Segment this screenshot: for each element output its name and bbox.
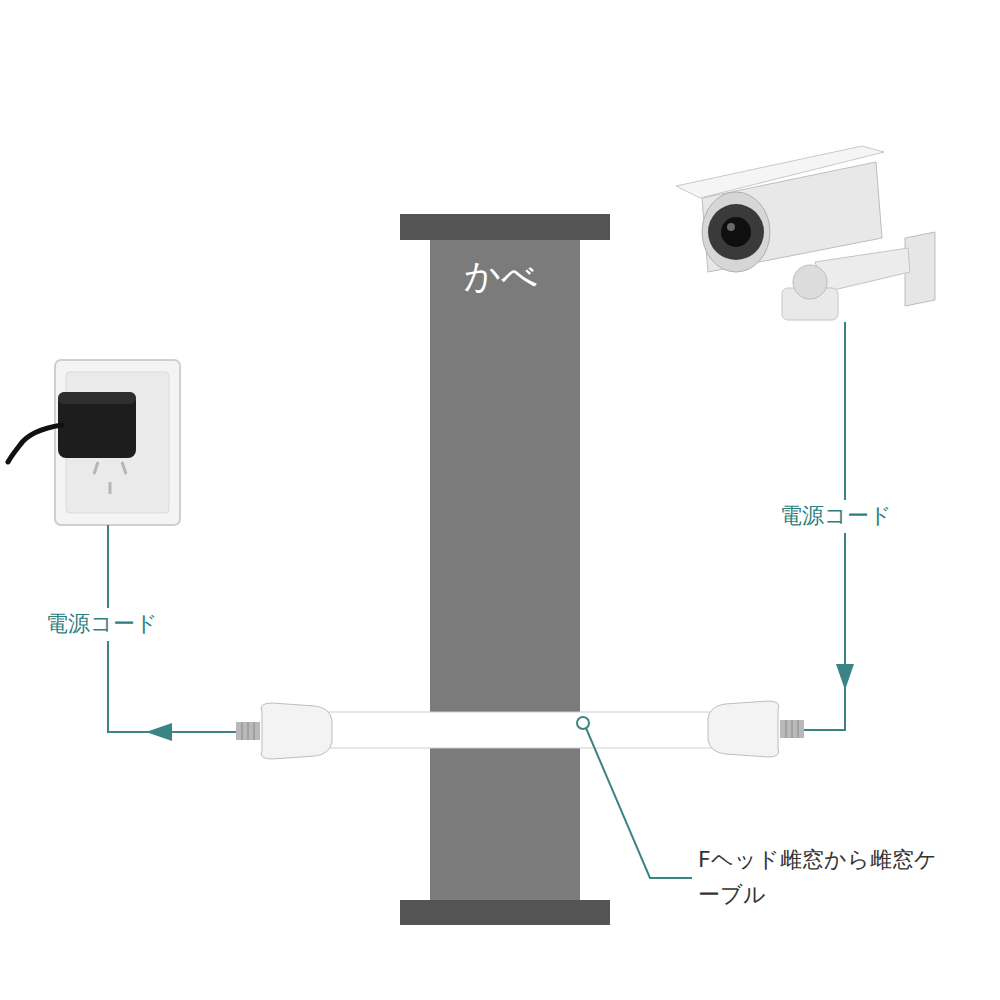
power-cord-line — [108, 322, 854, 741]
wall-body — [430, 240, 580, 900]
wall-label: かべ — [464, 254, 580, 297]
flat-cable — [236, 701, 804, 759]
cord-label: 電源コード — [776, 500, 896, 533]
outlet-icon — [8, 360, 180, 525]
camera-icon — [676, 146, 935, 320]
leader-line — [577, 717, 692, 878]
wall-cap — [400, 214, 610, 240]
cable-label: Fヘッド雌窓から雌窓ケーブル — [698, 842, 944, 912]
cord-label: 電源コード — [42, 608, 162, 641]
wall-band: かべ — [430, 240, 580, 900]
wall-cap — [400, 900, 610, 925]
